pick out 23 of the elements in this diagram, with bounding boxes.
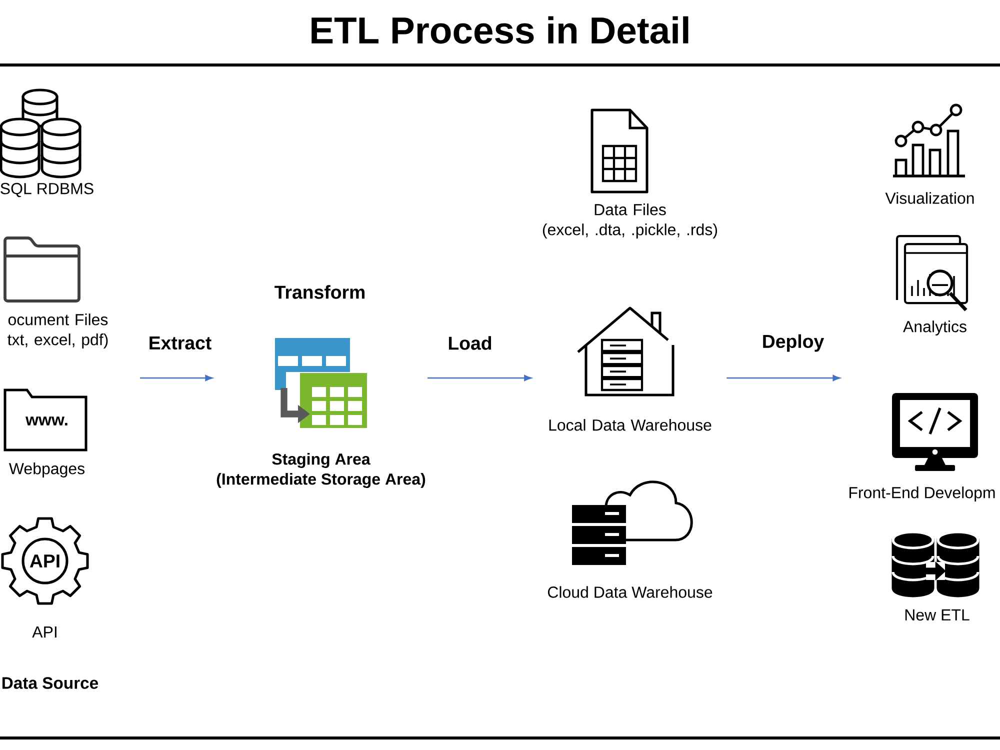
section-label: Data Source [2, 677, 98, 689]
arrow [428, 374, 532, 382]
edge-label: Deploy [760, 332, 826, 354]
icon-caption: Staging Area (Intermediate Storage Area) [216, 453, 426, 488]
edge-label: Extract [147, 335, 213, 351]
edge-label: Load [446, 334, 494, 352]
arrow [726, 374, 840, 382]
icon-caption: Front-End Developm [850, 486, 995, 502]
icon-caption: Local Data Warehouse [549, 419, 712, 431]
icon-text: www. [26, 416, 68, 426]
icon-caption: New ETL [905, 609, 970, 621]
icon-caption: API [32, 626, 56, 638]
icon-text: API [30, 554, 60, 568]
arrow [140, 374, 213, 382]
icon-caption: Cloud Data Warehouse [548, 586, 712, 598]
icon-caption: SQL RDBMS [0, 182, 94, 198]
step-label: Transform [274, 285, 364, 299]
icon-caption: Visualization [885, 192, 974, 204]
icon-caption: Analytics [903, 320, 966, 336]
icon-caption: ocument Files txt, excel, pdf) [8, 314, 108, 348]
icon-caption: Data Files (excel, .dta, .pickle, .rds) [542, 204, 717, 238]
title: ETL Process in Detail [312, 16, 688, 44]
icon-caption: Webpages [8, 462, 85, 478]
